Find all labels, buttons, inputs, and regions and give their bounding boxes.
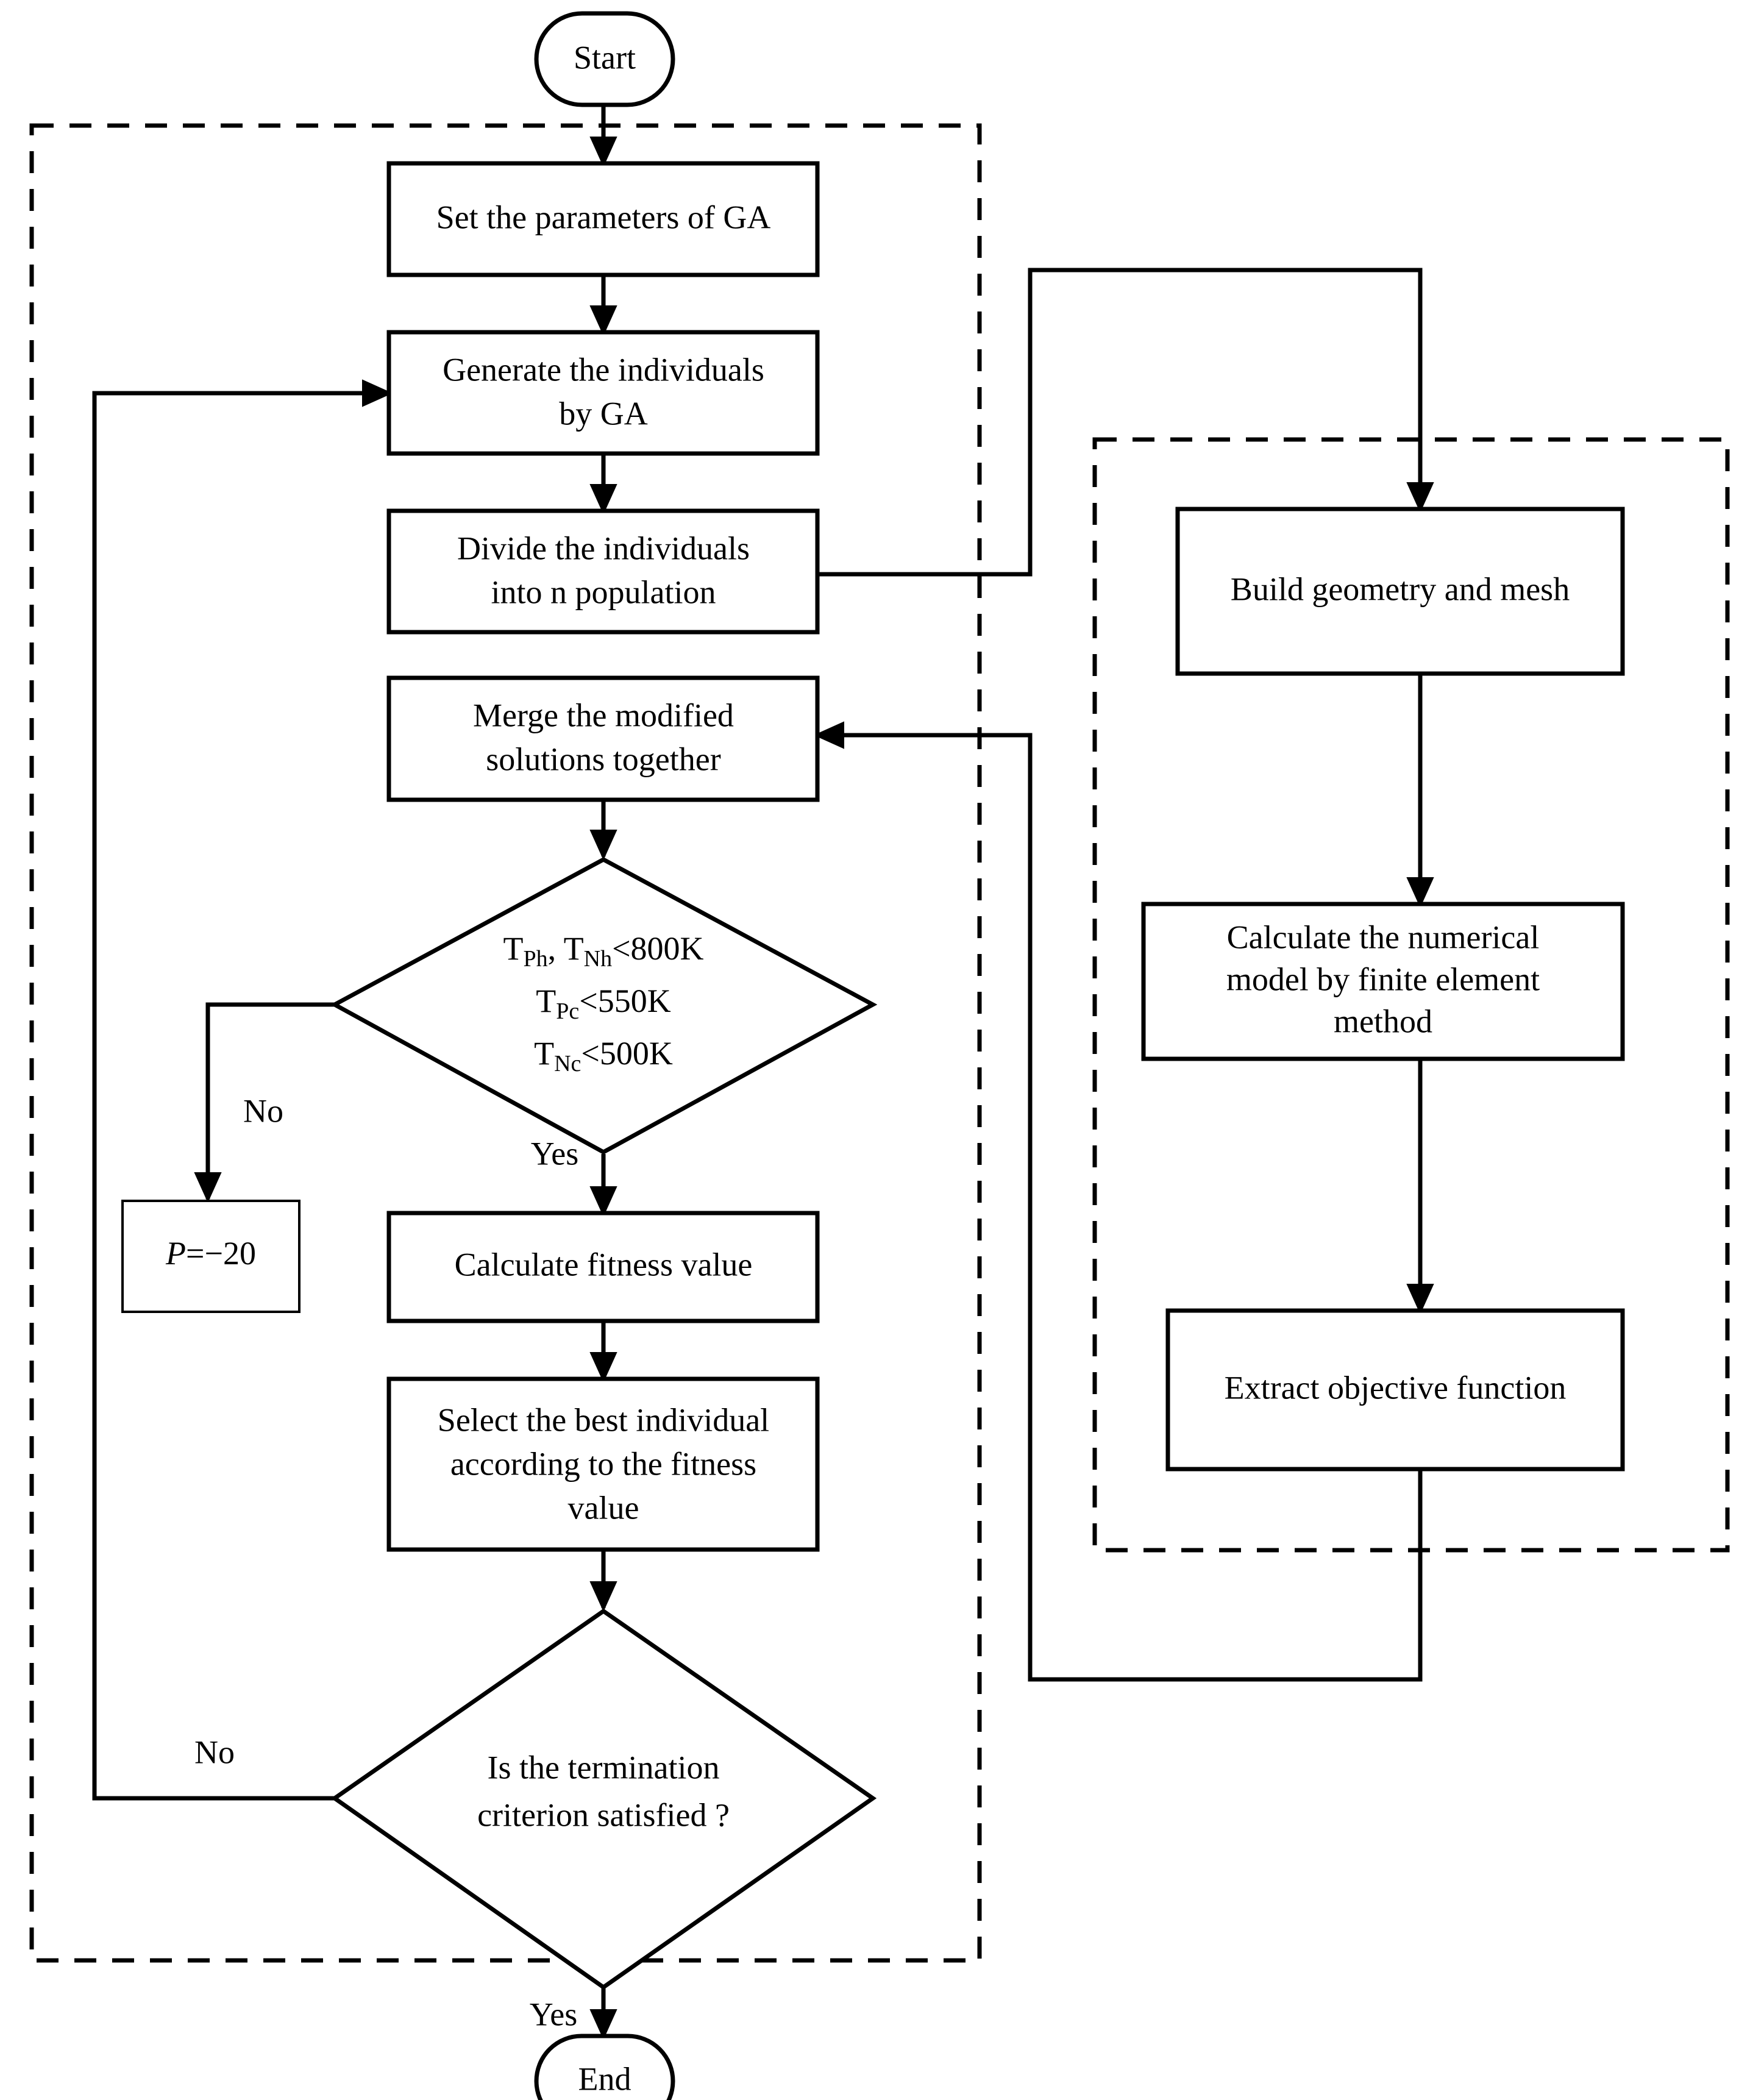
- node-temp-check-line1: TPh, TNh<800K: [503, 930, 703, 971]
- edge-divide-to-buildmesh: [817, 268, 1434, 577]
- node-divide-line2: into n population: [491, 574, 716, 610]
- node-start[interactable]: Start: [534, 11, 675, 107]
- node-merge-line1: Merge the modified: [473, 697, 734, 733]
- fem-dashed-region: [1092, 437, 1730, 1553]
- edge-label-term-yes: Yes: [530, 1996, 578, 2032]
- node-merge[interactable]: Merge the modified solutions together: [386, 675, 820, 802]
- node-set-params-label: Set the parameters of GA: [436, 199, 771, 235]
- edge-termination-no-to-generate: [92, 379, 457, 1801]
- node-end-label: End: [578, 2060, 631, 2097]
- node-calc-fem[interactable]: Calculate the numerical model by finite …: [1141, 902, 1625, 1061]
- node-generate[interactable]: Generate the individuals by GA: [386, 330, 820, 456]
- edge-label-temp-yes: Yes: [531, 1135, 579, 1172]
- node-calc-fem-line3: method: [1334, 1003, 1432, 1039]
- node-extract-obj[interactable]: Extract objective function: [1165, 1308, 1625, 1472]
- node-penalty-label: P=−20: [165, 1235, 256, 1272]
- node-select-best[interactable]: Select the best individual according to …: [386, 1376, 820, 1552]
- node-merge-line2: solutions together: [486, 741, 720, 777]
- node-fitness-label: Calculate fitness value: [455, 1246, 753, 1283]
- node-termination-line1: Is the termination: [488, 1749, 720, 1785]
- node-generate-line2: by GA: [559, 395, 648, 432]
- node-fitness[interactable]: Calculate fitness value: [386, 1211, 820, 1323]
- node-generate-line1: Generate the individuals: [443, 351, 764, 388]
- node-penalty[interactable]: P=−20: [121, 1200, 301, 1313]
- ga-dashed-region: [29, 123, 982, 1963]
- node-temp-check[interactable]: TPh, TNh<800K TPc<550K TNc<500K: [330, 857, 878, 1155]
- node-extract-obj-label: Extract objective function: [1225, 1369, 1567, 1406]
- node-select-best-line2: according to the fitness: [450, 1445, 756, 1482]
- node-select-best-line1: Select the best individual: [438, 1401, 769, 1438]
- node-build-mesh-label: Build geometry and mesh: [1231, 571, 1570, 607]
- node-end[interactable]: End: [534, 2034, 675, 2100]
- node-start-label: Start: [574, 39, 636, 76]
- node-temp-check-line3: TNc<500K: [534, 1035, 673, 1076]
- edge-label-temp-no: No: [243, 1092, 283, 1129]
- node-build-mesh[interactable]: Build geometry and mesh: [1175, 507, 1625, 676]
- node-calc-fem-line2: model by finite element: [1226, 961, 1540, 997]
- edge-label-term-no: No: [194, 1734, 235, 1770]
- node-termination[interactable]: Is the termination criterion satisfied ?: [330, 1608, 877, 1990]
- node-set-params[interactable]: Set the parameters of GA: [386, 161, 820, 277]
- node-select-best-line3: value: [568, 1489, 639, 1526]
- node-temp-check-line2: TPc<550K: [536, 983, 670, 1023]
- node-termination-line2: criterion satisfied ?: [477, 1796, 730, 1833]
- edge-extractobj-to-merge: [813, 721, 1423, 1682]
- node-divide[interactable]: Divide the individuals into n population: [386, 508, 820, 635]
- node-calc-fem-line1: Calculate the numerical: [1227, 919, 1540, 955]
- node-divide-line1: Divide the individuals: [457, 530, 750, 566]
